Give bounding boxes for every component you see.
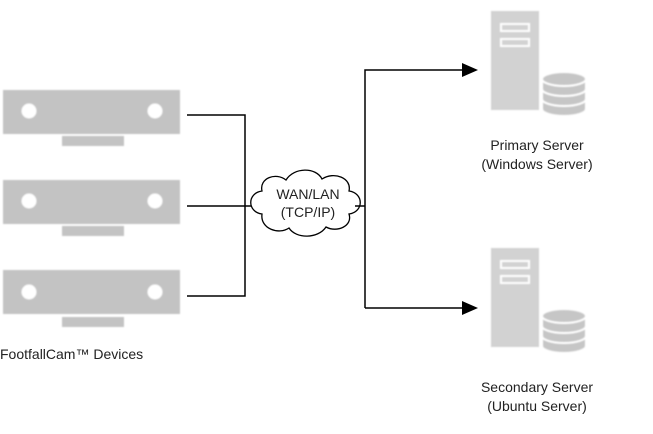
primary-server-icon — [491, 11, 587, 117]
network-line-1: WAN/LAN — [276, 186, 340, 202]
secondary-server-name: Secondary Server — [480, 379, 594, 395]
arrow-to-primary-icon — [462, 63, 478, 77]
arrow-to-secondary-icon — [462, 301, 478, 315]
devices-label: FootfallCam™ Devices — [0, 346, 144, 362]
network-label: WAN/LAN (TCP/IP) — [255, 185, 361, 221]
primary-server-label: Primary Server (Windows Server) — [452, 136, 622, 174]
primary-server-name: Primary Server — [490, 137, 584, 153]
network-cloud — [250, 169, 361, 237]
footfallcam-device-3 — [3, 270, 180, 327]
secondary-server-label: Secondary Server (Ubuntu Server) — [452, 378, 622, 416]
footfallcam-device-1 — [3, 90, 180, 146]
secondary-server-os: (Ubuntu Server) — [487, 398, 587, 414]
network-line-2: (TCP/IP) — [280, 204, 336, 220]
footfallcam-device-2 — [3, 180, 180, 236]
primary-server-os: (Windows Server) — [481, 156, 593, 172]
server-connectors — [355, 69, 464, 309]
secondary-server-icon — [491, 248, 587, 354]
